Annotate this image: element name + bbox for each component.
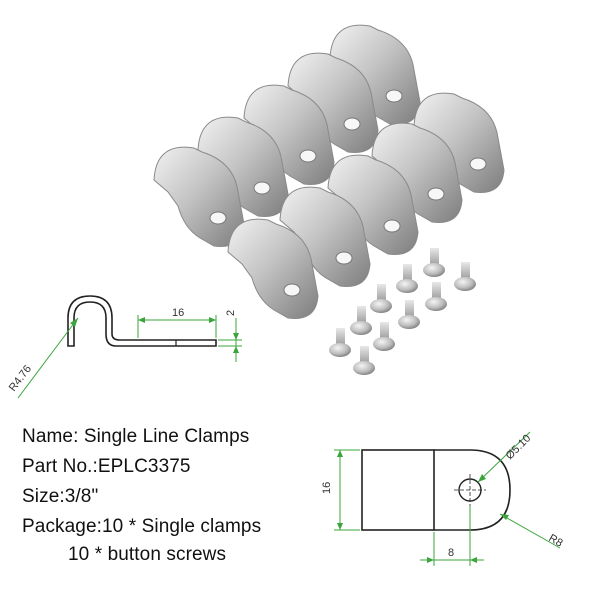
spec-part-no: Part No.:EPLC3375	[22, 456, 191, 477]
dim-height-label: 16	[321, 482, 333, 494]
screw	[396, 264, 418, 293]
screw	[329, 328, 351, 357]
screw	[373, 322, 395, 351]
clamp	[279, 186, 371, 288]
spec-package-line1: Package:10 * Single clamps	[22, 516, 262, 537]
dim-length-label: 16	[172, 307, 184, 319]
dim-radius-label: R4.76	[7, 363, 34, 394]
clamp-group	[153, 24, 505, 320]
screw	[425, 282, 447, 311]
dim-thickness-label: 2	[225, 310, 237, 316]
side-profile-drawing: 16 2 R4.76	[7, 295, 242, 399]
top-view-drawing: 16 Ø5.10 R8 8	[321, 431, 565, 566]
dim-offset-label: 8	[448, 547, 454, 559]
screw	[398, 300, 420, 329]
clamp	[371, 122, 463, 224]
screw	[350, 306, 372, 335]
screw	[353, 346, 375, 375]
clamp	[227, 218, 319, 320]
clamp	[287, 52, 379, 154]
screw-group	[329, 248, 476, 375]
screw	[370, 284, 392, 313]
screw	[454, 262, 476, 291]
dim-radius-r8-label: R8	[547, 532, 565, 549]
spec-name: Name: Single Line Clamps	[22, 426, 250, 447]
spec-package-line2: 10 * button screws	[68, 544, 227, 565]
spec-size: Size:3/8"	[22, 486, 99, 507]
dim-hole-label: Ø5.10	[504, 432, 534, 462]
screw	[423, 248, 445, 277]
